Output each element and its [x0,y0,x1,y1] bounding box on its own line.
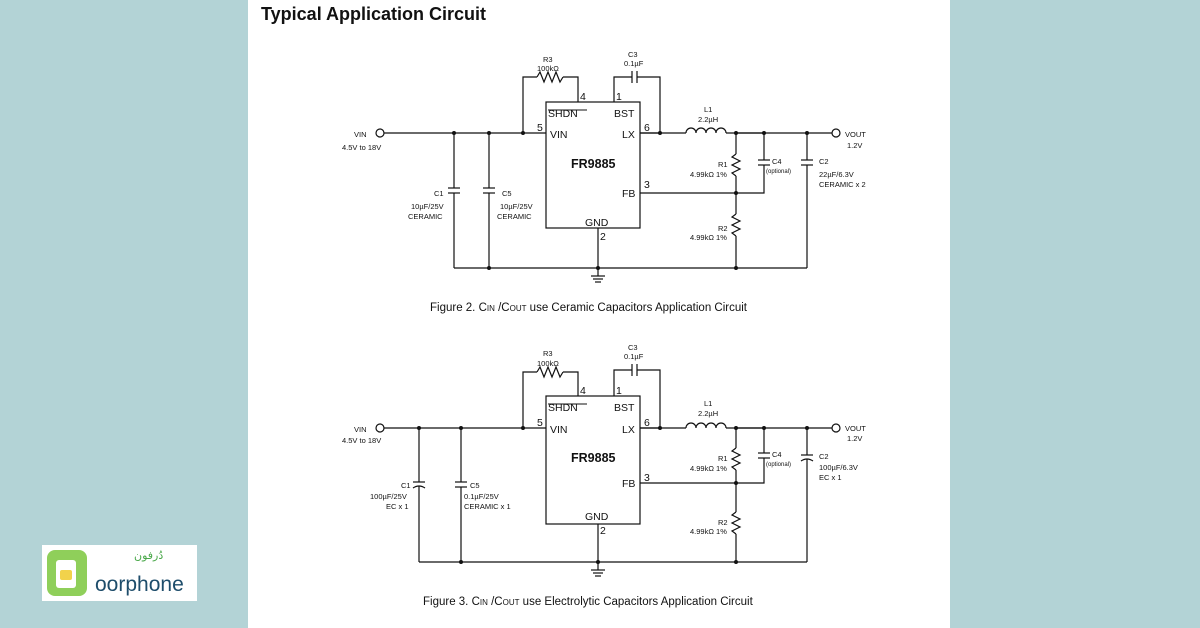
c4-value: (optional) [766,169,791,175]
r1-name: R1 [718,454,728,463]
pin-number-3: 3 [644,179,650,191]
fr9885-chip [545,395,641,525]
c5-type: CERAMIC x 1 [464,502,511,511]
c1-value: 10µF/25V [411,202,444,211]
figure-3-caption: Figure 3. CIN /COUT use Electrolytic Cap… [423,596,753,608]
c3-name: C3 [628,50,638,59]
vout-label: VOUT [845,130,866,139]
vin-label: VIN [354,425,367,434]
pin-label-bst: BST [614,402,635,414]
c4-name: C4 [772,157,782,166]
c5-value: 10µF/25V [500,202,533,211]
logo-text: oorphone [95,573,184,596]
r1-value: 4.99kΩ 1% [690,464,727,473]
r3-name: R3 [543,349,553,358]
l1-value: 2.2µH [698,409,718,418]
pin-number-2: 2 [600,231,606,243]
r3-value: 100kΩ [537,64,559,73]
c5-type: CERAMIC [497,212,532,221]
r2-value: 4.99kΩ 1% [690,233,727,242]
vout-value: 1.2V [847,434,862,443]
pin-number-1: 1 [616,91,622,103]
c5-name: C5 [502,189,512,198]
vin-range: 4.5V to 18V [342,143,381,152]
c3-value: 0.1µF [624,59,644,68]
pin-label-gnd: GND [585,217,609,229]
l1-name: L1 [704,399,712,408]
dorphone-logo[interactable]: دُرفون oorphone [42,545,197,601]
pin-label-vin: VIN [550,424,568,436]
pin-label-lx: LX [622,424,635,436]
c4-value: (optional) [766,462,791,468]
document-sheet: Typical Application Circuit [248,0,950,628]
pin-label-gnd: GND [585,511,609,523]
pin-label-shdn: SHDN [548,108,578,120]
figure-2-schematic: SHDN BST VIN LX FB GND FR9885 4 1 5 6 3 … [342,50,866,283]
phone-card-icon [47,550,87,596]
c1-name: C1 [434,189,444,198]
c5-value: 0.1µF/25V [464,492,499,501]
r2-name: R2 [718,518,728,527]
c2-type: EC x 1 [819,473,842,482]
figure-3-schematic: SHDN BST VIN LX FB GND FR9885 4 1 5 6 3 … [342,343,866,577]
figure-2-caption: Figure 2. CIN /COUT use Ceramic Capacito… [430,302,747,314]
pin-number-3: 3 [644,472,650,484]
r3-name: R3 [543,55,553,64]
fr9885-chip [545,101,641,229]
c2-name: C2 [819,452,829,461]
c2-name: C2 [819,157,829,166]
pin-number-5: 5 [537,417,543,429]
pin-number-6: 6 [644,122,650,134]
c5-name: C5 [470,481,480,490]
r3-value: 100kΩ [537,359,559,368]
vin-label: VIN [354,130,367,139]
pin-number-5: 5 [537,122,543,134]
l1-value: 2.2µH [698,115,718,124]
r1-value: 4.99kΩ 1% [690,170,727,179]
c1-name: C1 [401,481,411,490]
pin-label-lx: LX [622,129,635,141]
pin-number-2: 2 [600,525,606,537]
c1-value: 100µF/25V [370,492,407,501]
c3-value: 0.1µF [624,352,644,361]
vout-value: 1.2V [847,141,862,150]
pin-number-4: 4 [580,91,586,103]
pin-number-4: 4 [580,385,586,397]
c2-value: 22µF/6.3V [819,170,854,179]
c1-type: EC x 1 [386,502,409,511]
pin-label-fb: FB [622,478,635,490]
r2-value: 4.99kΩ 1% [690,527,727,536]
pin-label-shdn: SHDN [548,402,578,414]
r2-name: R2 [718,224,728,233]
pin-label-fb: FB [622,188,635,200]
vout-label: VOUT [845,424,866,433]
page-title: Typical Application Circuit [261,4,487,24]
c4-name: C4 [772,450,782,459]
pin-label-vin: VIN [550,129,568,141]
chip-name: FR9885 [571,451,616,465]
pin-number-1: 1 [616,385,622,397]
chip-name: FR9885 [571,157,616,171]
logo-script-text: دُرفون [134,549,164,562]
c2-type: CERAMIC x 2 [819,180,866,189]
pin-label-bst: BST [614,108,635,120]
vin-range: 4.5V to 18V [342,436,381,445]
c1-type: CERAMIC [408,212,443,221]
c2-value: 100µF/6.3V [819,463,858,472]
r1-name: R1 [718,160,728,169]
c3-name: C3 [628,343,638,352]
l1-name: L1 [704,105,712,114]
pin-number-6: 6 [644,417,650,429]
